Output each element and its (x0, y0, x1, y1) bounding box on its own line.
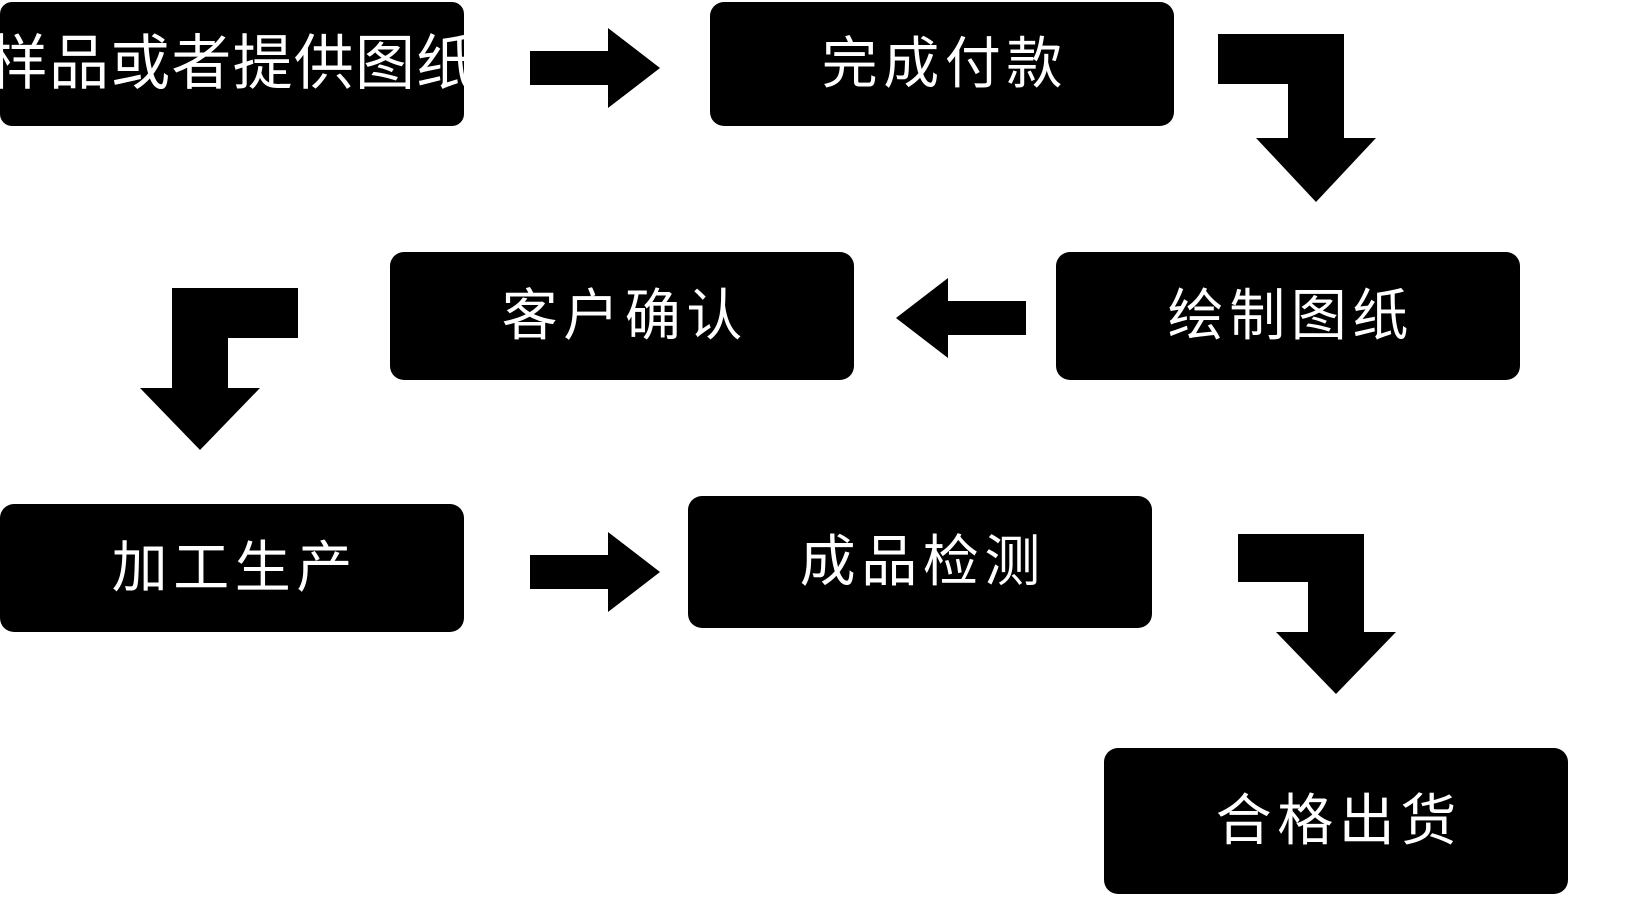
flow-node-production-label: 加工生产 (111, 536, 358, 599)
flow-node-drawing-label: 绘制图纸 (1167, 284, 1414, 347)
flow-node-inspection[interactable]: 成品检测 (688, 496, 1152, 628)
flow-node-shipping[interactable]: 合格出货 (1104, 748, 1568, 894)
arrow-elbow-left-down-confirm-to-production-icon (140, 288, 298, 450)
flow-node-payment-label: 完成付款 (821, 32, 1068, 95)
flow-node-production[interactable]: 加工生产 (0, 504, 464, 632)
flow-node-sample-label: 样品或者提供图纸 (0, 30, 478, 97)
flow-node-inspection-label: 成品检测 (799, 530, 1046, 593)
flow-node-payment[interactable]: 完成付款 (710, 2, 1174, 126)
flow-node-sample[interactable]: 样品或者提供图纸 (0, 2, 476, 126)
arrow-right-production-to-inspection-icon (530, 532, 660, 612)
arrow-left-drawing-to-confirm-icon (896, 278, 1026, 358)
flow-node-drawing[interactable]: 绘制图纸 (1056, 252, 1520, 380)
arrow-elbow-right-down-payment-to-drawing-icon (1218, 34, 1376, 202)
arrow-elbow-right-down-inspection-to-shipping-icon (1238, 534, 1396, 694)
arrow-right-sample-to-payment-icon (530, 28, 660, 108)
flow-node-confirm-label: 客户确认 (501, 284, 748, 347)
flow-node-shipping-label: 合格出货 (1215, 789, 1462, 852)
flow-node-confirm[interactable]: 客户确认 (390, 252, 854, 380)
